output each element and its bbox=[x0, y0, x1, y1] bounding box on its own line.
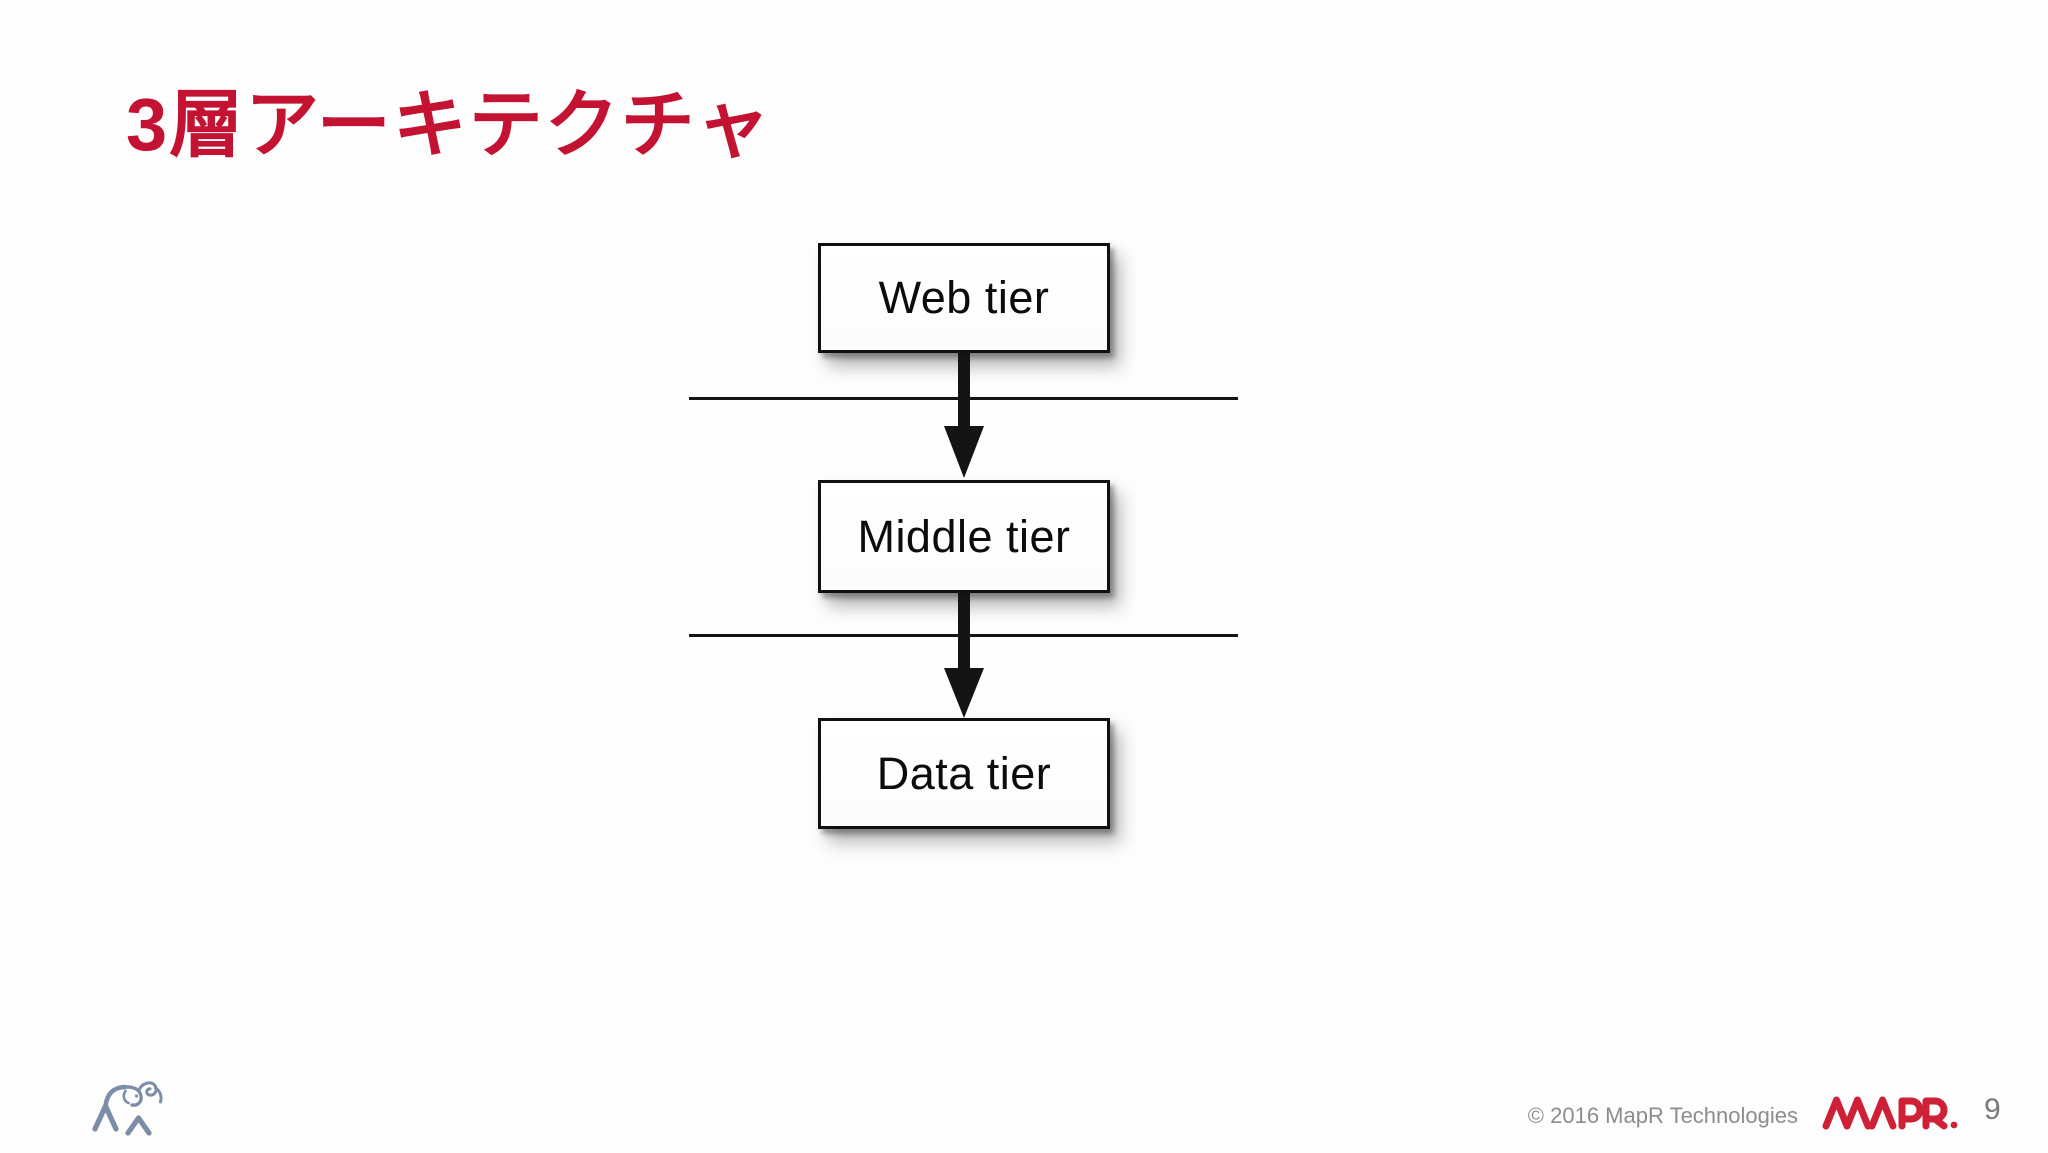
arrow-down-icon bbox=[944, 668, 984, 718]
middle-tier-box: Middle tier bbox=[818, 480, 1110, 593]
middle-tier-label: Middle tier bbox=[857, 510, 1071, 562]
copyright-text: © 2016 MapR Technologies bbox=[1527, 1103, 1798, 1128]
data-tier-box: Data tier bbox=[818, 718, 1110, 829]
web-tier-box: Web tier bbox=[818, 243, 1110, 353]
mapr-logo bbox=[1822, 1096, 1958, 1130]
arrow-middle-to-data-shaft bbox=[958, 593, 970, 670]
elephant-logo-icon bbox=[92, 1081, 163, 1136]
slide-title: 3層アーキテクチャ bbox=[126, 83, 772, 166]
arrow-web-to-middle-shaft bbox=[958, 353, 970, 428]
data-tier-label: Data tier bbox=[876, 747, 1052, 799]
page-number: 9 bbox=[1984, 1093, 2001, 1126]
arrow-down-icon bbox=[944, 426, 984, 478]
web-tier-label: Web tier bbox=[878, 272, 1050, 323]
